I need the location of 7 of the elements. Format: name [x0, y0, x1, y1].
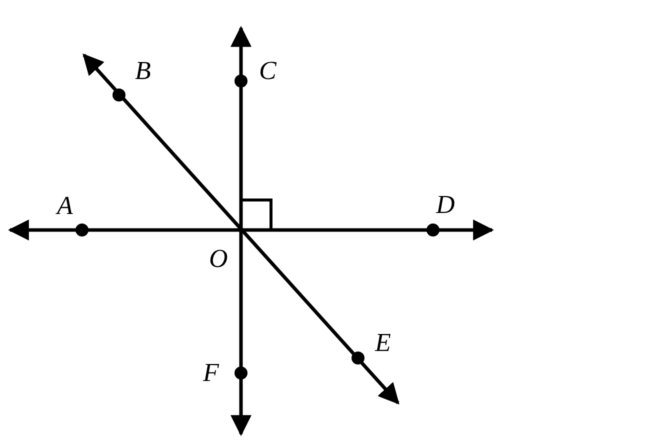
- point-label: D: [436, 192, 455, 218]
- point-label: C: [259, 58, 276, 84]
- point-label: B: [135, 58, 151, 84]
- point-label: E: [375, 330, 391, 356]
- point-label: A: [57, 193, 73, 219]
- point-label: O: [209, 246, 228, 272]
- point-label: F: [203, 360, 219, 386]
